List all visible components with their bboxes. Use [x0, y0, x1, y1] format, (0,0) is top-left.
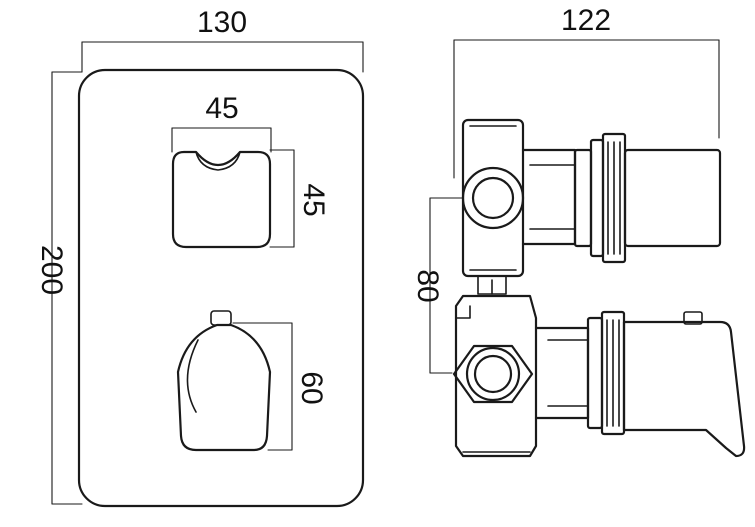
- upper-handle-height-label: 45: [297, 183, 330, 216]
- lower-valve-body: [452, 294, 746, 458]
- side-view: [452, 118, 746, 458]
- outlet-spacing-label: 80: [411, 269, 444, 302]
- side-depth-label: 122: [561, 4, 611, 37]
- front-dimensions: 130 200 45 45 60: [35, 6, 364, 505]
- upper-valve-body: [461, 118, 722, 278]
- upper-handle-width-label: 45: [205, 92, 238, 125]
- lower-handle: [176, 310, 272, 452]
- body-link: [477, 275, 507, 295]
- front-width-label: 130: [197, 6, 247, 39]
- side-dimensions: 122 80: [411, 4, 720, 374]
- front-view: [77, 68, 365, 508]
- lower-handle-height-label: 60: [295, 371, 328, 404]
- front-plate: [77, 68, 365, 508]
- upper-handle: [171, 150, 272, 249]
- front-height-label: 200: [35, 245, 68, 295]
